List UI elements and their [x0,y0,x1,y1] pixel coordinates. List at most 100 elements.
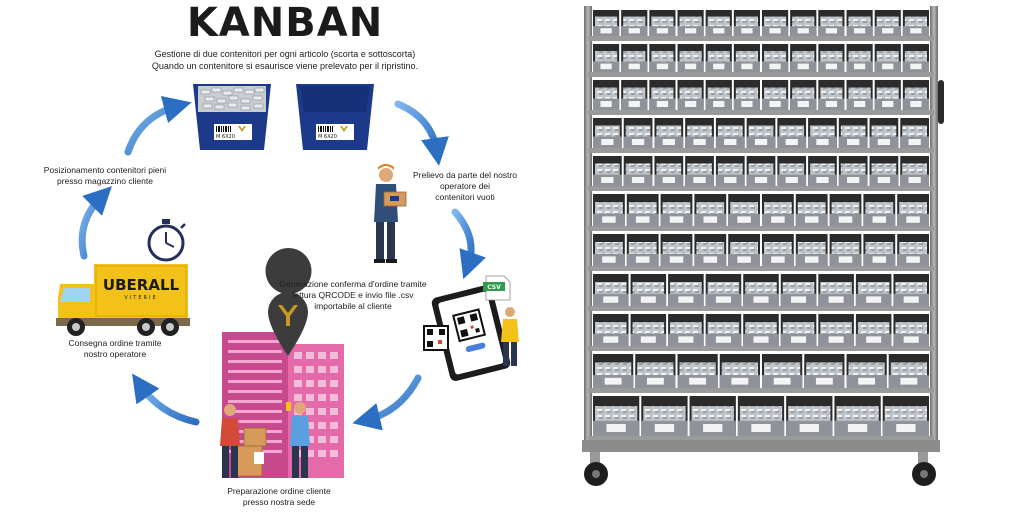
cycle-arrows [78,96,486,431]
rack-bin [808,156,837,186]
rack-bin [888,354,929,388]
rack-bin [705,314,742,346]
rack-shelf [588,148,934,153]
rack-bin [846,10,873,36]
rack-bin [762,10,789,36]
rack-bin [593,80,620,110]
arrow-to-qrcode [451,208,486,280]
subtitle: Gestione di due contenitori per ogni art… [120,48,450,72]
arrow-to-delivery [132,373,200,426]
rack-bin [728,194,760,226]
rack-bin [728,234,760,266]
arrow-to-withdrawal [394,100,449,166]
rack-bin [705,80,732,110]
rack-bin [623,156,653,186]
rack-bin [593,274,629,306]
rack-shelf [588,36,934,41]
rack-bin [635,354,676,388]
step-withdrawal-label: Prelievo da parte del nostro operatore d… [413,170,517,202]
rack-shelf [588,226,934,231]
rack-bin [733,80,760,110]
rack-bin [902,44,929,72]
rack-bin [689,396,736,436]
rack-shelf [588,266,934,271]
rack-bin [855,274,892,306]
rack-bin [846,80,873,110]
rack-bin [780,314,817,346]
rack-bin [677,80,704,110]
rack-bin [790,80,817,110]
rack-shelf [588,186,934,191]
rack-bin [786,396,833,436]
step-preparation-label: Preparazione ordine cliente presso nostr… [227,486,331,507]
rack-bin [649,44,676,72]
rack-bin [743,314,779,346]
rack-bin [677,44,704,72]
rack-bin [626,194,659,226]
subtitle-line-2: Quando un contenitore si esaurisce viene… [151,61,419,71]
stopwatch-icon [147,219,186,262]
subtitle-line-1: Gestione di due contenitori per ogni art… [154,49,416,59]
rack-bin [869,156,899,186]
rack-bin [882,396,929,436]
location-pin-icon [265,248,312,358]
rack-bin [630,274,667,306]
truck-tagline: VITERIE [124,295,157,301]
rack-bin [818,44,845,72]
rack-bin [593,156,622,186]
rack-bin [838,118,868,148]
warehouse-building [222,332,344,478]
csv-file-icon: CSV [483,275,511,301]
truck-brand: UBERALL [103,276,180,294]
rack-bin [705,10,732,36]
rack-bin [869,118,899,148]
rack-bin [626,234,659,266]
page-title: KANBAN [186,0,384,46]
rack-bin [846,354,887,388]
rack-bin [808,118,837,148]
rack-bin [762,80,789,110]
rack-bin [900,118,929,148]
rack-bin [621,10,648,36]
rack-bin [897,234,929,266]
rack-shelf [588,436,934,441]
rack-bin [694,234,727,266]
csv-badge: CSV [487,284,501,291]
rack-bin [593,314,629,346]
phone-qr-illustration: CSV [423,275,519,381]
rack-bin [623,118,653,148]
rack-bin [829,194,862,226]
rack-bin [893,274,929,306]
rack-shelf [588,346,934,351]
rack-bin [715,156,745,186]
rack-bin [829,234,862,266]
step-positioning-label: Posizionamento contenitori pieni presso … [43,165,167,186]
rack-bin [834,396,881,436]
rack-bin [863,234,896,266]
rack-bin [846,44,873,72]
rack-bin [762,234,794,266]
rack-shelf [588,110,934,115]
rack-bin [677,354,718,388]
rack-bin [621,44,648,72]
rack-bin [746,156,776,186]
rack-bin [818,10,845,36]
rack-bin [641,396,688,436]
rack-bin [743,274,779,306]
rack-bin-rows [588,10,934,441]
rack-bin [705,44,732,72]
step-delivery-label: Consegna ordine tramite nostro operatore [68,338,162,359]
rack-bin [777,118,807,148]
full-bin: M 6X20 [193,84,271,150]
rack-bin [762,194,794,226]
rack-bin [818,314,854,346]
rack-bin [660,234,693,266]
rack-bin [593,234,625,266]
rack-bin [593,44,620,72]
rack-bin [737,396,785,436]
rack-bin [874,10,901,36]
caster-wheels [584,452,936,486]
rack-bin [733,10,760,36]
rack-bin [900,156,929,186]
rack-bin [593,118,622,148]
